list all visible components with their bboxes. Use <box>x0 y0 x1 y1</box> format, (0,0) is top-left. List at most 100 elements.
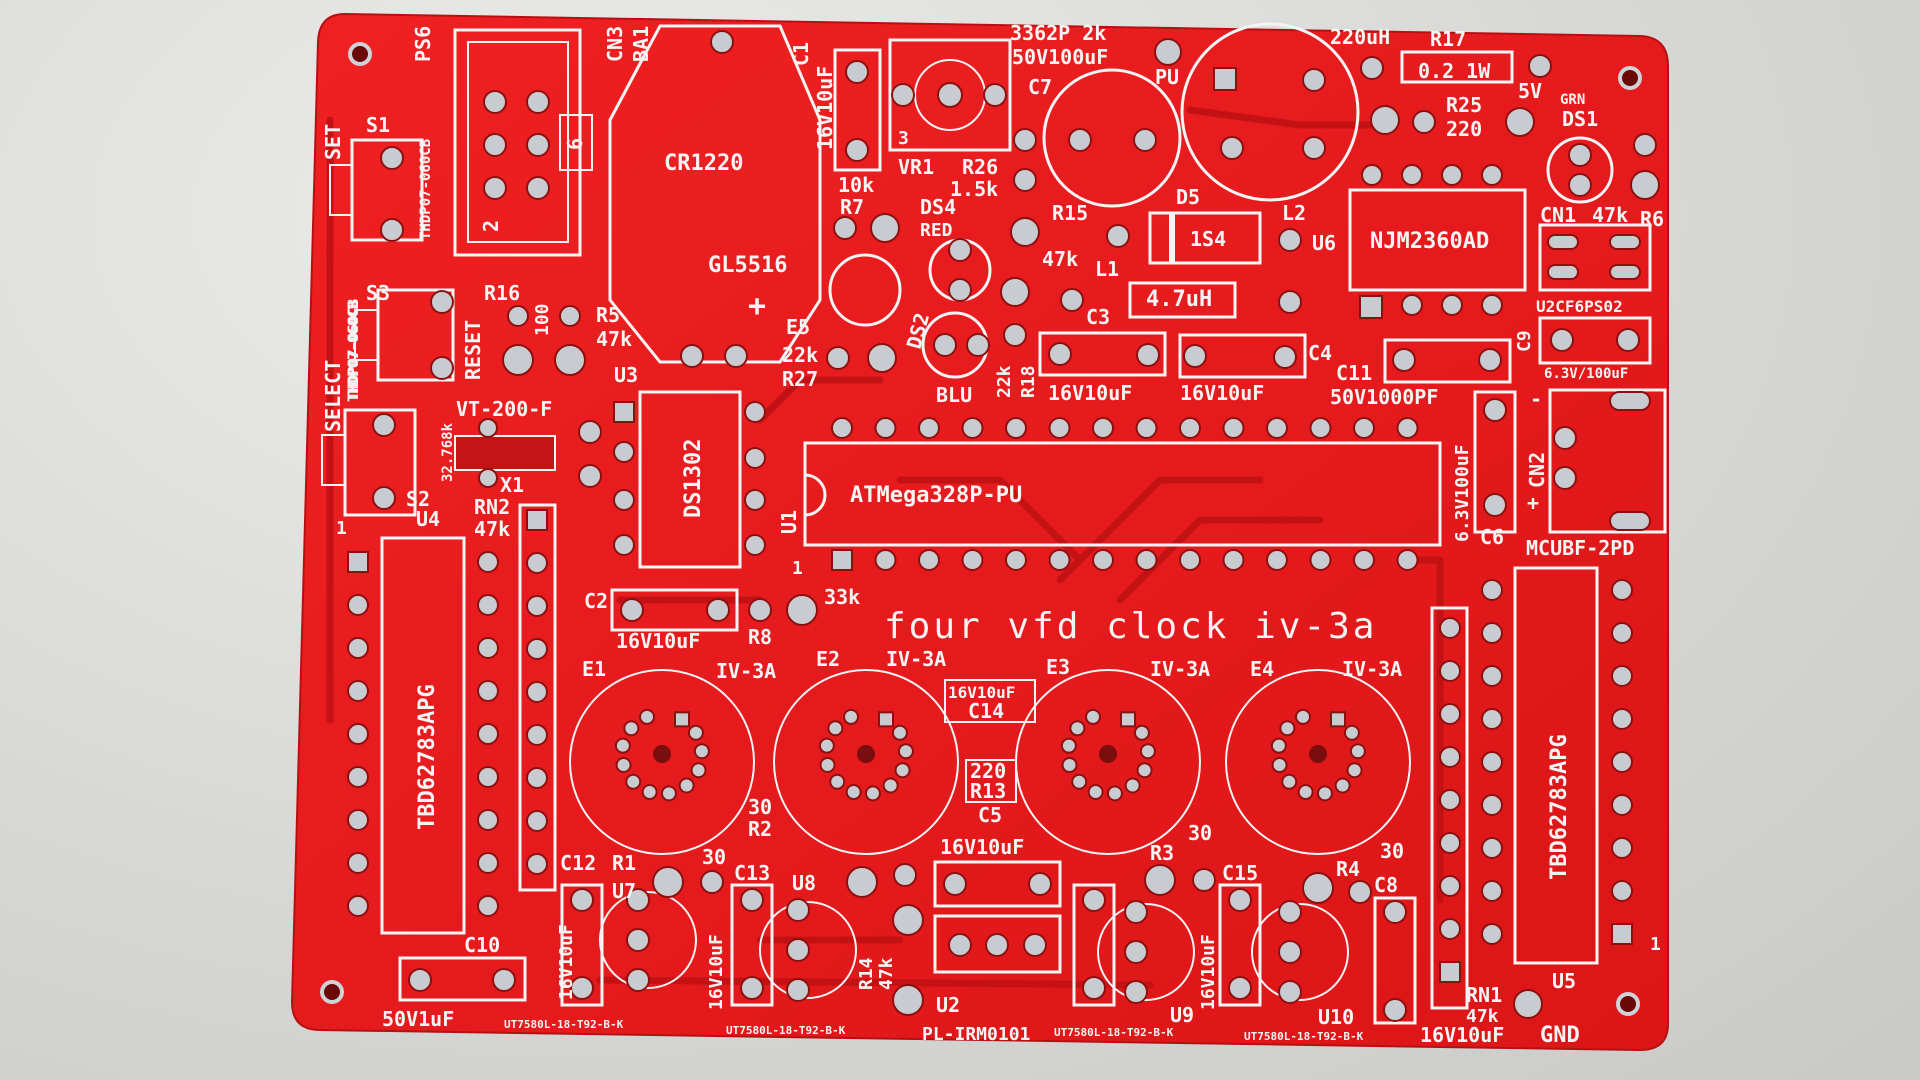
pad <box>1611 880 1633 902</box>
pad <box>1481 794 1503 816</box>
pad <box>1334 777 1351 794</box>
regulator-outline <box>1097 903 1195 1001</box>
pad <box>786 938 810 962</box>
pad <box>1087 784 1104 801</box>
regulator-outline <box>759 901 857 999</box>
pad <box>1266 417 1288 439</box>
pad <box>1120 711 1136 728</box>
pad <box>1005 549 1027 571</box>
pad <box>878 711 894 728</box>
pad <box>1439 660 1461 682</box>
pad <box>1124 900 1148 924</box>
pad <box>874 549 897 571</box>
resistor-r13 <box>965 759 1017 803</box>
label-ut-3: UT7580L-18-T92-B-K <box>1054 1026 1174 1039</box>
pad <box>526 810 548 832</box>
label-10k: 10k <box>838 173 874 197</box>
label-c13-val: 16V10uF <box>706 934 727 1010</box>
label-vt200: VT-200-F <box>456 397 552 421</box>
label-c2: C2 <box>584 589 608 613</box>
label-c11-val: 50V1000PF <box>1330 385 1438 409</box>
pad <box>1005 417 1027 439</box>
pad <box>843 708 860 725</box>
label-c6-val: 6.3V100uF <box>1452 444 1473 542</box>
pad <box>1069 720 1086 737</box>
vfd-tube-outline <box>569 669 755 855</box>
pad <box>1124 980 1148 1004</box>
silkscreen-labels: PS6 CN3 BA1 C1 16V10uF 3362P 2k 50V100uF… <box>321 21 1664 1048</box>
pad <box>477 594 499 616</box>
pad <box>477 852 499 874</box>
pad <box>1135 417 1158 439</box>
cap-c15 <box>1218 883 1262 1007</box>
pad <box>961 417 984 439</box>
pad <box>1295 708 1312 725</box>
label-r8: R8 <box>748 625 772 649</box>
label-c8: C8 <box>1374 873 1398 897</box>
board-title: four vfd clock iv-3a <box>884 606 1377 647</box>
resistor-network-rn2 <box>518 503 557 892</box>
label-u9: U9 <box>1170 1003 1194 1027</box>
pad <box>1124 940 1148 964</box>
led-ds1 <box>1546 133 1660 204</box>
regulator-outline <box>599 891 697 989</box>
label-c6: C6 <box>1480 525 1504 549</box>
label-select: SELECT <box>321 360 345 432</box>
crystal-x1 <box>454 418 602 488</box>
pad <box>687 724 704 741</box>
led-ds4 <box>833 213 992 302</box>
label-digit3: 3 <box>898 128 909 149</box>
pad <box>690 762 707 779</box>
label-r26: R26 <box>962 155 998 179</box>
ic-u1 <box>803 417 1442 571</box>
label-ds1: DS1 <box>1562 107 1598 131</box>
pad <box>1439 746 1461 768</box>
pad <box>918 549 940 571</box>
label-r17: R17 <box>1430 27 1466 51</box>
label-gl5516: GL5516 <box>708 253 787 278</box>
pad <box>347 852 369 874</box>
pad <box>1439 789 1461 811</box>
cap-c7 <box>1042 38 1182 208</box>
label-thdp1: THDP07-060CB <box>418 139 434 240</box>
pad <box>1106 785 1123 802</box>
label-pin1-u1: 1 <box>792 558 803 579</box>
label-digit2: 2 <box>479 220 503 232</box>
pad <box>1270 737 1287 754</box>
pad <box>526 853 548 875</box>
label-r16: R16 <box>484 281 520 305</box>
pad <box>829 773 846 790</box>
pad <box>1611 708 1633 730</box>
label-r13: R13 <box>970 779 1006 803</box>
label-l1: L1 <box>1095 257 1119 281</box>
pad <box>477 809 499 831</box>
label-c7-val: 50V100uF <box>1012 45 1108 69</box>
pad <box>477 637 499 659</box>
pad <box>1071 773 1088 790</box>
cap-c10 <box>398 956 527 1002</box>
diode-d5 <box>1106 211 1302 265</box>
pad <box>1316 785 1333 802</box>
label-ba1: BA1 <box>629 26 653 62</box>
label-thdp3: THDP07-060CB <box>346 301 362 402</box>
ic-u3 <box>613 390 766 569</box>
label-c9-val: 6.3V/100uF <box>1544 366 1628 382</box>
label-u3: U3 <box>614 363 638 387</box>
label-r25: R25 <box>1446 93 1482 117</box>
label-r6-val: 47k <box>1592 203 1628 227</box>
cap-c4 <box>1178 333 1307 379</box>
pad <box>1439 832 1461 854</box>
label-c12: C12 <box>560 851 596 875</box>
label-u5: U5 <box>1552 969 1576 993</box>
cap-c11 <box>1383 338 1512 384</box>
label-red: RED <box>920 220 953 241</box>
cap-c-mid <box>1072 883 1116 1007</box>
label-r17-val: 0.2 1W <box>1418 59 1491 83</box>
label-ds1302: DS1302 <box>681 439 706 518</box>
label-r16-val: 100 <box>532 303 553 336</box>
pad <box>1124 777 1141 794</box>
label-rn2-val: 47k <box>474 517 510 541</box>
regulators <box>599 888 1349 1004</box>
pad <box>626 968 650 992</box>
